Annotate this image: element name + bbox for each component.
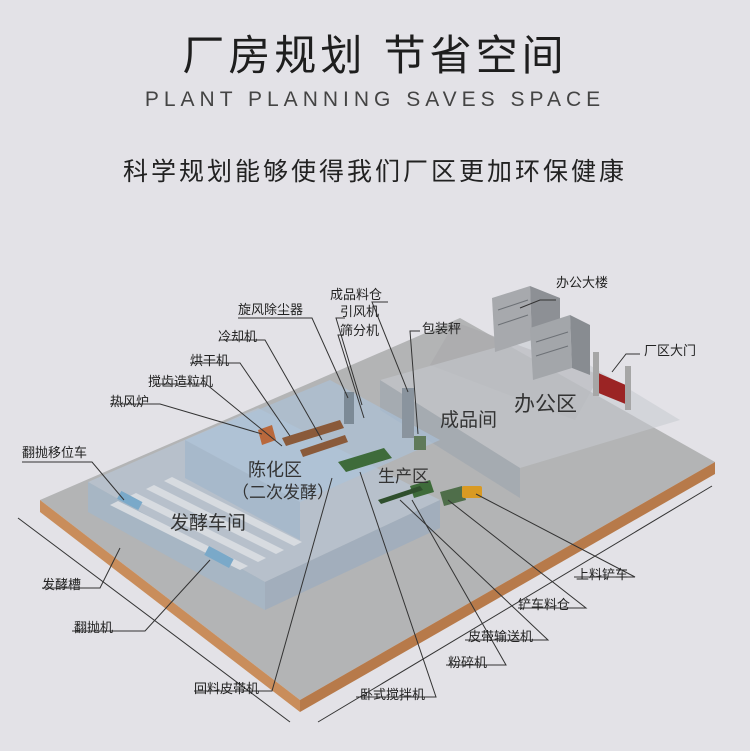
packing-scale-shape <box>414 436 426 450</box>
label-screener: 筛分机 <box>340 324 380 339</box>
zone-production: 生产区 <box>378 467 429 487</box>
label-crusher: 粉碎机 <box>448 656 488 671</box>
factory-gate <box>596 372 628 405</box>
product-silo-shape <box>402 388 414 438</box>
label-hot-air-furnace: 热风炉 <box>110 395 150 410</box>
gate-pillar-right <box>625 366 631 410</box>
label-ferment-tank: 发酵槽 <box>42 578 82 593</box>
ground-edge-front <box>40 500 300 712</box>
label-office-building: 办公大楼 <box>556 276 609 291</box>
loader-shape <box>462 486 482 498</box>
dryer-shape <box>282 420 344 446</box>
gate-pillar-left <box>593 352 599 396</box>
finished-hall-front <box>380 380 520 498</box>
label-return-belt: 回料皮带机 <box>194 682 260 697</box>
zone-fermentation: 发酵车间 <box>170 512 247 534</box>
mixer-shape <box>338 448 392 472</box>
leader-lines <box>22 299 640 698</box>
belt-conveyor-shape <box>378 486 423 504</box>
label-induced-fan: 引风机 <box>340 305 380 320</box>
finished-hall-top <box>380 335 680 468</box>
label-factory-gate: 厂区大门 <box>644 344 697 359</box>
dimension-lines <box>17 485 713 723</box>
office-building-b-side <box>570 315 590 375</box>
aging-hall-front <box>185 440 300 540</box>
cooler-shape <box>300 435 348 457</box>
zone-aging: 陈化区 <box>248 460 302 481</box>
office-building-b <box>530 315 572 380</box>
zone-aging-note: （二次发酵） <box>232 483 334 503</box>
label-granulator: 搅齿造粒机 <box>148 375 214 390</box>
label-cyclone: 旋风除尘器 <box>238 303 304 318</box>
page-tagline: 科学规划能够使得我们厂区更加环保健康 <box>122 157 627 186</box>
turner-shifter-machine <box>117 490 143 511</box>
label-loader: 上料铲车 <box>576 568 629 583</box>
label-horizontal-mixer: 卧式搅拌机 <box>360 688 426 703</box>
label-product-silo: 成品料仓 <box>330 288 383 303</box>
label-turner: 翻抛机 <box>74 621 114 636</box>
page-title: 厂房规划 节省空间 <box>182 31 568 80</box>
aging-hall-roof <box>185 380 440 502</box>
label-packing-scale: 包装秤 <box>422 322 462 337</box>
label-cooler: 冷却机 <box>218 330 258 345</box>
loader-bin-shape <box>440 486 466 506</box>
ground-edge-side <box>300 462 715 712</box>
fermentation-hall-side <box>265 500 440 610</box>
turner-machine <box>204 546 234 568</box>
cyclone-shape <box>344 392 354 424</box>
zone-office: 办公区 <box>514 392 577 416</box>
zone-finished: 成品间 <box>440 409 498 431</box>
label-belt-conveyor: 皮带输送机 <box>468 630 534 645</box>
label-dryer: 烘干机 <box>190 354 230 369</box>
label-loader-bin: 铲车料仓 <box>518 598 571 613</box>
label-turner-shifter: 翻抛移位车 <box>22 446 88 461</box>
page-subtitle: PLANT PLANNING SAVES SPACE <box>144 88 606 111</box>
